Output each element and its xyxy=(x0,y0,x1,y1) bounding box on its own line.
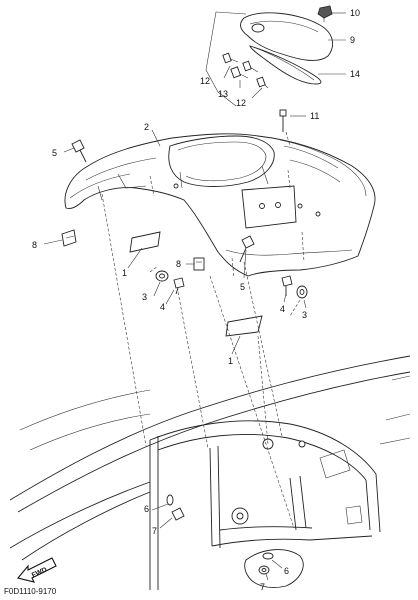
callout-4: 4 xyxy=(280,304,285,314)
fwd-arrow-icon: FWD xyxy=(17,557,57,583)
assembly-lines xyxy=(101,131,301,529)
callout-6: 6 xyxy=(144,504,149,514)
leader-lines xyxy=(43,115,307,581)
callout-7: 7 xyxy=(260,582,265,592)
callout-8: 8 xyxy=(176,259,181,269)
callout-2: 2 xyxy=(144,122,149,132)
gasket-seal xyxy=(249,45,322,85)
callout-7: 7 xyxy=(152,526,157,536)
callout-3: 3 xyxy=(142,292,147,302)
diagram-code: F0D1110-9170 xyxy=(4,587,57,596)
callout-11: 11 xyxy=(310,111,319,121)
callout-8: 8 xyxy=(32,240,37,250)
callout-3: 3 xyxy=(302,310,307,320)
nut-part xyxy=(171,507,185,521)
storage-cover-assembly xyxy=(205,5,346,107)
hull-cover xyxy=(64,133,376,277)
screw-part xyxy=(222,52,269,89)
callout-6: 6 xyxy=(284,566,289,576)
callout-1: 1 xyxy=(122,268,127,278)
lower-hull xyxy=(9,355,411,590)
callout-13: 13 xyxy=(218,89,228,99)
callout-1: 1 xyxy=(228,356,233,366)
callout-10: 10 xyxy=(350,8,360,18)
bolt-part xyxy=(281,275,293,296)
clip-part xyxy=(317,5,333,22)
washer-part xyxy=(262,552,274,560)
washer-part xyxy=(296,285,308,299)
callout-4: 4 xyxy=(160,302,165,312)
callout-5: 5 xyxy=(52,148,57,158)
callout-12: 12 xyxy=(236,98,246,108)
bolt-part xyxy=(279,109,287,132)
washer-part xyxy=(155,270,169,282)
clip-part xyxy=(61,229,77,247)
sponge-pad xyxy=(225,315,263,337)
cover-lid xyxy=(240,12,334,61)
bolt-part xyxy=(239,235,255,263)
sponge-pad xyxy=(129,231,161,253)
callout-14: 14 xyxy=(350,69,360,79)
bolt-part xyxy=(173,277,185,295)
nut-part xyxy=(258,565,270,575)
washer-part xyxy=(166,494,174,506)
callout-5: 5 xyxy=(240,282,245,292)
bolt-part xyxy=(71,139,87,163)
clip-part xyxy=(193,257,205,271)
callout-12: 12 xyxy=(200,76,210,86)
callout-9: 9 xyxy=(350,35,355,45)
